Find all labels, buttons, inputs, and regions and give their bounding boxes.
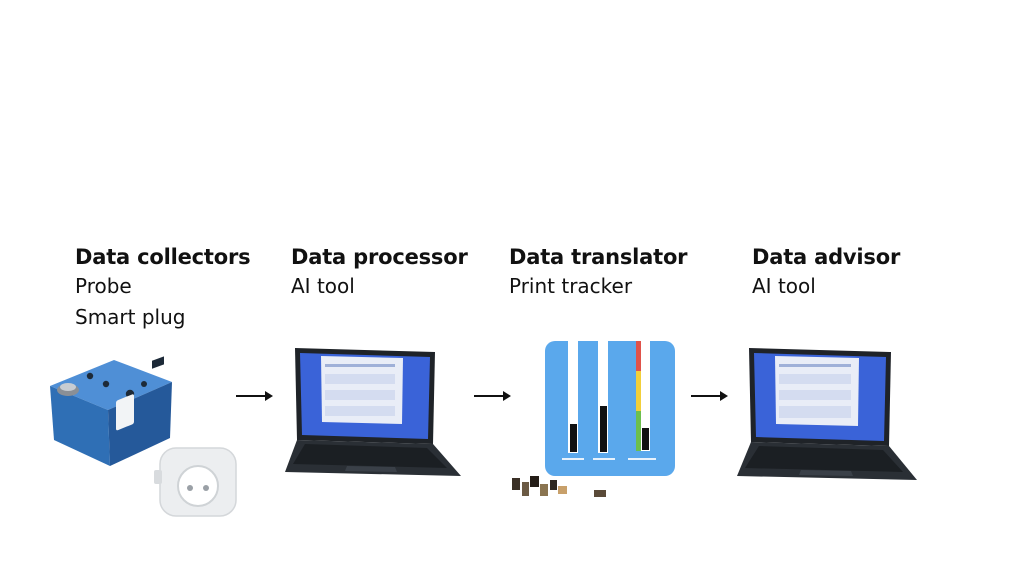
right-arrow-icon bbox=[236, 391, 273, 401]
stage-item: Smart plug bbox=[75, 305, 186, 329]
stage-title: Data collectors bbox=[75, 245, 251, 269]
stage-data-processor: Data processor AI tool bbox=[291, 244, 468, 302]
laptop-icon bbox=[285, 348, 461, 476]
right-arrow-icon bbox=[691, 391, 728, 401]
stage-item: AI tool bbox=[291, 274, 355, 298]
right-arrow-icon bbox=[474, 391, 511, 401]
stage-title: Data processor bbox=[291, 245, 468, 269]
probe-device-icon bbox=[50, 356, 172, 466]
stage-title: Data advisor bbox=[752, 245, 901, 269]
stage-item: Probe bbox=[75, 274, 132, 298]
stage-title: Data translator bbox=[509, 245, 688, 269]
laptop-icon bbox=[737, 348, 917, 480]
stage-data-translator: Data translator Print tracker bbox=[509, 244, 688, 302]
stage-data-advisor: Data advisor AI tool bbox=[752, 244, 900, 302]
smart-plug-icon bbox=[154, 447, 237, 517]
stage-item: AI tool bbox=[752, 274, 816, 298]
stage-data-collectors: Data collectors Probe Smart plug bbox=[75, 244, 251, 333]
stage-item: Print tracker bbox=[509, 274, 633, 298]
print-tracker-board-icon bbox=[512, 341, 675, 497]
